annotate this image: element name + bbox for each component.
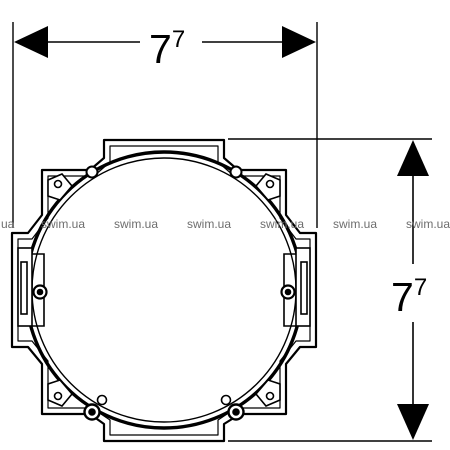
side-clips	[17, 247, 311, 327]
lug-top-right-hole	[265, 179, 275, 189]
lug-bottom-right-pin-core	[232, 408, 240, 416]
lug-bottom-right-hole	[265, 391, 275, 401]
lug-bottom-left-pin-core	[88, 408, 96, 416]
watermark-item: swim.ua	[333, 217, 377, 231]
clip-left-screw-core	[36, 288, 44, 296]
watermark-item: swim.ua	[114, 217, 158, 231]
width-superscript: 7	[172, 26, 185, 53]
watermark-item: swim.ua	[187, 217, 231, 231]
clip-left-slot	[20, 261, 28, 315]
extension-lines	[12, 22, 432, 442]
lug-bottom-right-small	[220, 394, 232, 406]
corner-lugs	[47, 165, 281, 421]
lug-top-left-pin	[85, 165, 99, 179]
height-arrow-bottom	[397, 404, 429, 440]
width-dimension: 77	[14, 26, 316, 72]
frame-outline	[10, 138, 318, 443]
height-value: 7	[391, 274, 414, 320]
watermark-partial: ua	[1, 217, 15, 231]
lug-bottom-left-small	[96, 394, 108, 406]
height-dimension: 77	[391, 140, 429, 440]
watermark-item: swim.ua	[406, 217, 450, 231]
height-dimension-label: 77	[391, 274, 427, 320]
ring	[24, 150, 304, 430]
height-arrow-top	[397, 140, 429, 176]
lug-bottom-left-hole	[53, 391, 63, 401]
width-dimension-label: 77	[149, 26, 185, 72]
height-superscript: 7	[414, 274, 427, 301]
ring-outer	[24, 150, 304, 430]
lug-top-left-hole	[53, 179, 63, 189]
width-arrow-right	[282, 26, 316, 58]
lug-top-right-pin	[229, 165, 243, 179]
watermark-item: swim.ua	[260, 217, 304, 231]
ring-inner	[31, 157, 297, 423]
width-arrow-left	[14, 26, 48, 58]
width-value: 7	[149, 26, 172, 72]
clip-right-slot	[300, 261, 308, 315]
watermark-item: swim.ua	[41, 217, 85, 231]
clip-right-screw-core	[284, 288, 292, 296]
watermark-row: ua swim.ua swim.ua swim.ua swim.ua swim.…	[1, 217, 450, 231]
